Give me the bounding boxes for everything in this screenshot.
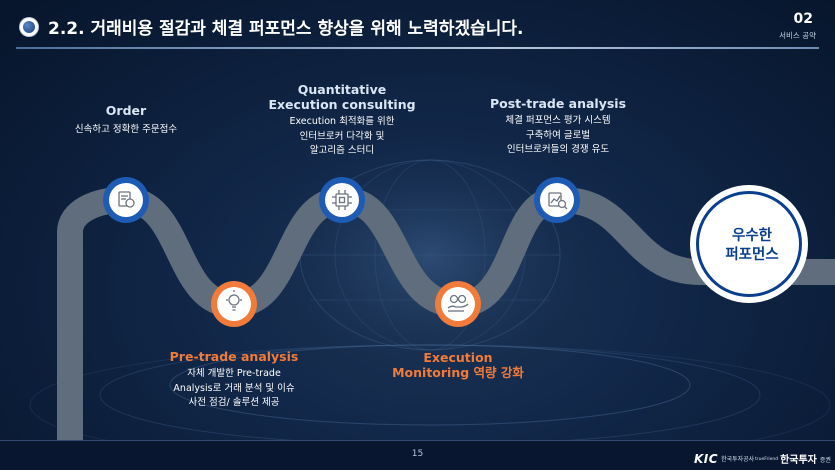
- step-node-post-trade: [534, 177, 580, 223]
- step-node-quantitative: [319, 177, 365, 223]
- section-number: 02: [793, 11, 813, 27]
- page-number: 15: [411, 449, 424, 459]
- step-desc-line: 구축하여 글로벌: [525, 129, 591, 141]
- step-desc-line: 알고리즘 스터디: [309, 145, 375, 156]
- page-title: 2.2. 거래비용 절감과 체결 퍼포먼스 향상을 위해 노력하겠습니다.: [48, 19, 524, 39]
- header-divider: [16, 47, 819, 49]
- step-node-pre-trade: [211, 281, 257, 327]
- chip-icon: [332, 190, 352, 210]
- step-label-post-trade: Post-trade analysis 체결 퍼포먼스 평가 시스템 구축하여 …: [476, 96, 640, 158]
- step-title: Order: [105, 103, 147, 118]
- step-desc-line: Execution 최적화를 위한: [289, 116, 395, 127]
- goal-circle: 우수한 퍼포먼스: [690, 185, 808, 303]
- header: 2.2. 거래비용 절감과 체결 퍼포먼스 향상을 위해 노력하겠습니다. 02…: [0, 0, 835, 52]
- step-title: Quantitative Execution consulting: [268, 82, 416, 112]
- step-title: Pre-trade analysis: [169, 349, 299, 364]
- footer-divider: [0, 440, 835, 441]
- step-title: Execution Monitoring 역량 강화: [392, 350, 524, 380]
- step-node-order: [103, 177, 149, 223]
- step-desc-line: 체결 퍼포먼스 평가 시스템: [505, 115, 611, 126]
- step-label-pre-trade: Pre-trade analysis 자체 개발한 Pre-trade Anal…: [156, 349, 312, 411]
- step-desc-line: 사전 점검/ 솔루션 제공: [188, 397, 280, 408]
- section-label: 서비스 공약: [779, 31, 816, 40]
- step-desc-line: 신속하고 정확한 주문접수: [74, 124, 178, 135]
- footer: [0, 441, 835, 470]
- step-desc-line: 인터브로커 다각화 및: [299, 130, 385, 142]
- step-desc-line: 인터브로커들의 경쟁 유도: [506, 144, 610, 155]
- analysis-chart-icon: [548, 192, 568, 210]
- step-desc-line: 자체 개발한 Pre-trade: [187, 368, 281, 379]
- title-bullet-icon: [20, 18, 38, 36]
- step-desc-line: Analysis로 거래 분석 및 이슈: [173, 382, 295, 394]
- lightbulb-icon: [226, 290, 242, 311]
- step-label-monitoring: Execution Monitoring 역량 강화: [378, 350, 538, 380]
- order-document-icon: [118, 191, 135, 208]
- step-node-monitoring: [435, 281, 481, 327]
- step-label-order: Order 신속하고 정확한 주문접수: [48, 103, 204, 138]
- gears-hand-icon: [447, 294, 469, 312]
- step-title: Post-trade analysis: [489, 96, 627, 111]
- step-label-quantitative: Quantitative Execution consulting Execut…: [262, 82, 422, 159]
- goal-text: 우수한 퍼포먼스: [725, 228, 779, 263]
